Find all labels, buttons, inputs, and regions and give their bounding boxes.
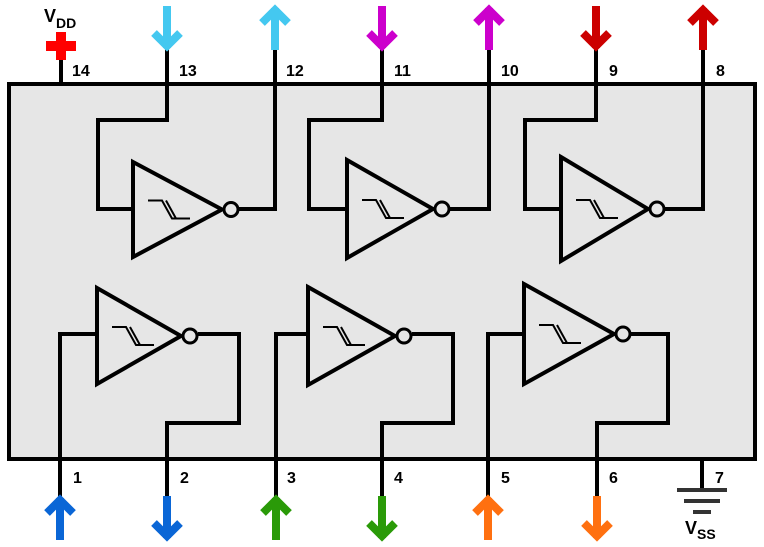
gate-11-10-wiring xyxy=(307,82,491,211)
hysteresis-icon xyxy=(112,326,154,346)
pin-label-9: 9 xyxy=(609,63,618,80)
gate-13-12-schmitt-inverter-icon xyxy=(131,158,240,261)
gate-5-6-schmitt-inverter-icon xyxy=(522,280,632,388)
bottom-pin-labels: 1 2 3 4 5 6 7 xyxy=(73,470,724,487)
vdd-label: VDD xyxy=(44,6,76,31)
pin-4-down-arrow-icon xyxy=(366,496,398,542)
hysteresis-icon xyxy=(576,199,618,219)
pin-label-6: 6 xyxy=(609,470,618,487)
gate-11-10-schmitt-inverter-icon xyxy=(345,156,451,262)
pin-label-13: 13 xyxy=(179,63,197,80)
pin-13-down-arrow-icon xyxy=(151,6,183,52)
pin-label-8: 8 xyxy=(716,63,725,80)
inversion-bubble xyxy=(181,327,199,345)
pin-label-14: 14 xyxy=(72,63,90,80)
gate-3-4-wiring xyxy=(274,332,455,461)
ic-package xyxy=(7,82,757,461)
pin-label-2: 2 xyxy=(180,470,189,487)
gate-9-8-schmitt-inverter-icon xyxy=(559,153,666,265)
top-pin-labels: 14 13 12 11 10 9 8 xyxy=(72,63,725,80)
pin-8-up-arrow-icon xyxy=(687,4,719,50)
pin-3-up-arrow-icon xyxy=(260,494,292,540)
ground-icon xyxy=(677,488,727,514)
vdd-supply: VDD xyxy=(44,6,76,60)
hysteresis-icon xyxy=(148,199,190,220)
hysteresis-icon xyxy=(539,324,581,344)
inversion-bubble xyxy=(433,200,451,218)
gate-1-2-wiring xyxy=(58,332,241,461)
pin-label-10: 10 xyxy=(501,63,519,80)
signal-arrows xyxy=(44,4,719,542)
pin-5-up-arrow-icon xyxy=(472,494,504,540)
inversion-bubble xyxy=(614,325,632,343)
hysteresis-icon xyxy=(362,199,404,219)
inversion-bubble xyxy=(395,327,413,345)
pin-2-down-arrow-icon xyxy=(151,496,183,542)
pin-label-5: 5 xyxy=(501,470,510,487)
pin-label-4: 4 xyxy=(394,470,403,487)
gate-5-6-wiring xyxy=(486,332,670,461)
schmitt-inverters xyxy=(95,153,666,389)
top-pin-leads xyxy=(59,48,705,86)
plus-icon xyxy=(46,32,76,60)
pin-11-down-arrow-icon xyxy=(366,6,398,52)
pin-label-12: 12 xyxy=(286,63,304,80)
pin-label-7: 7 xyxy=(715,470,724,487)
pin-9-down-arrow-icon xyxy=(580,6,612,52)
hysteresis-icon xyxy=(323,326,365,346)
gate-9-8-wiring xyxy=(523,82,705,211)
inversion-bubble xyxy=(222,201,240,218)
vss-supply: VSS xyxy=(677,488,727,542)
pin-label-11: 11 xyxy=(394,63,411,80)
pin-10-up-arrow-icon xyxy=(473,4,505,50)
inversion-bubble xyxy=(648,200,666,218)
pin-1-up-arrow-icon xyxy=(44,494,76,540)
pin-12-up-arrow-icon xyxy=(259,4,291,50)
pin-6-down-arrow-icon xyxy=(581,496,613,542)
pin-label-1: 1 xyxy=(73,470,82,487)
bottom-pin-leads xyxy=(58,457,704,498)
gate-13-12-wiring xyxy=(96,82,277,211)
gate-1-2-schmitt-inverter-icon xyxy=(95,284,199,388)
vss-label: VSS xyxy=(685,518,716,542)
gate-3-4-schmitt-inverter-icon xyxy=(306,283,413,389)
pin-label-3: 3 xyxy=(287,470,296,487)
